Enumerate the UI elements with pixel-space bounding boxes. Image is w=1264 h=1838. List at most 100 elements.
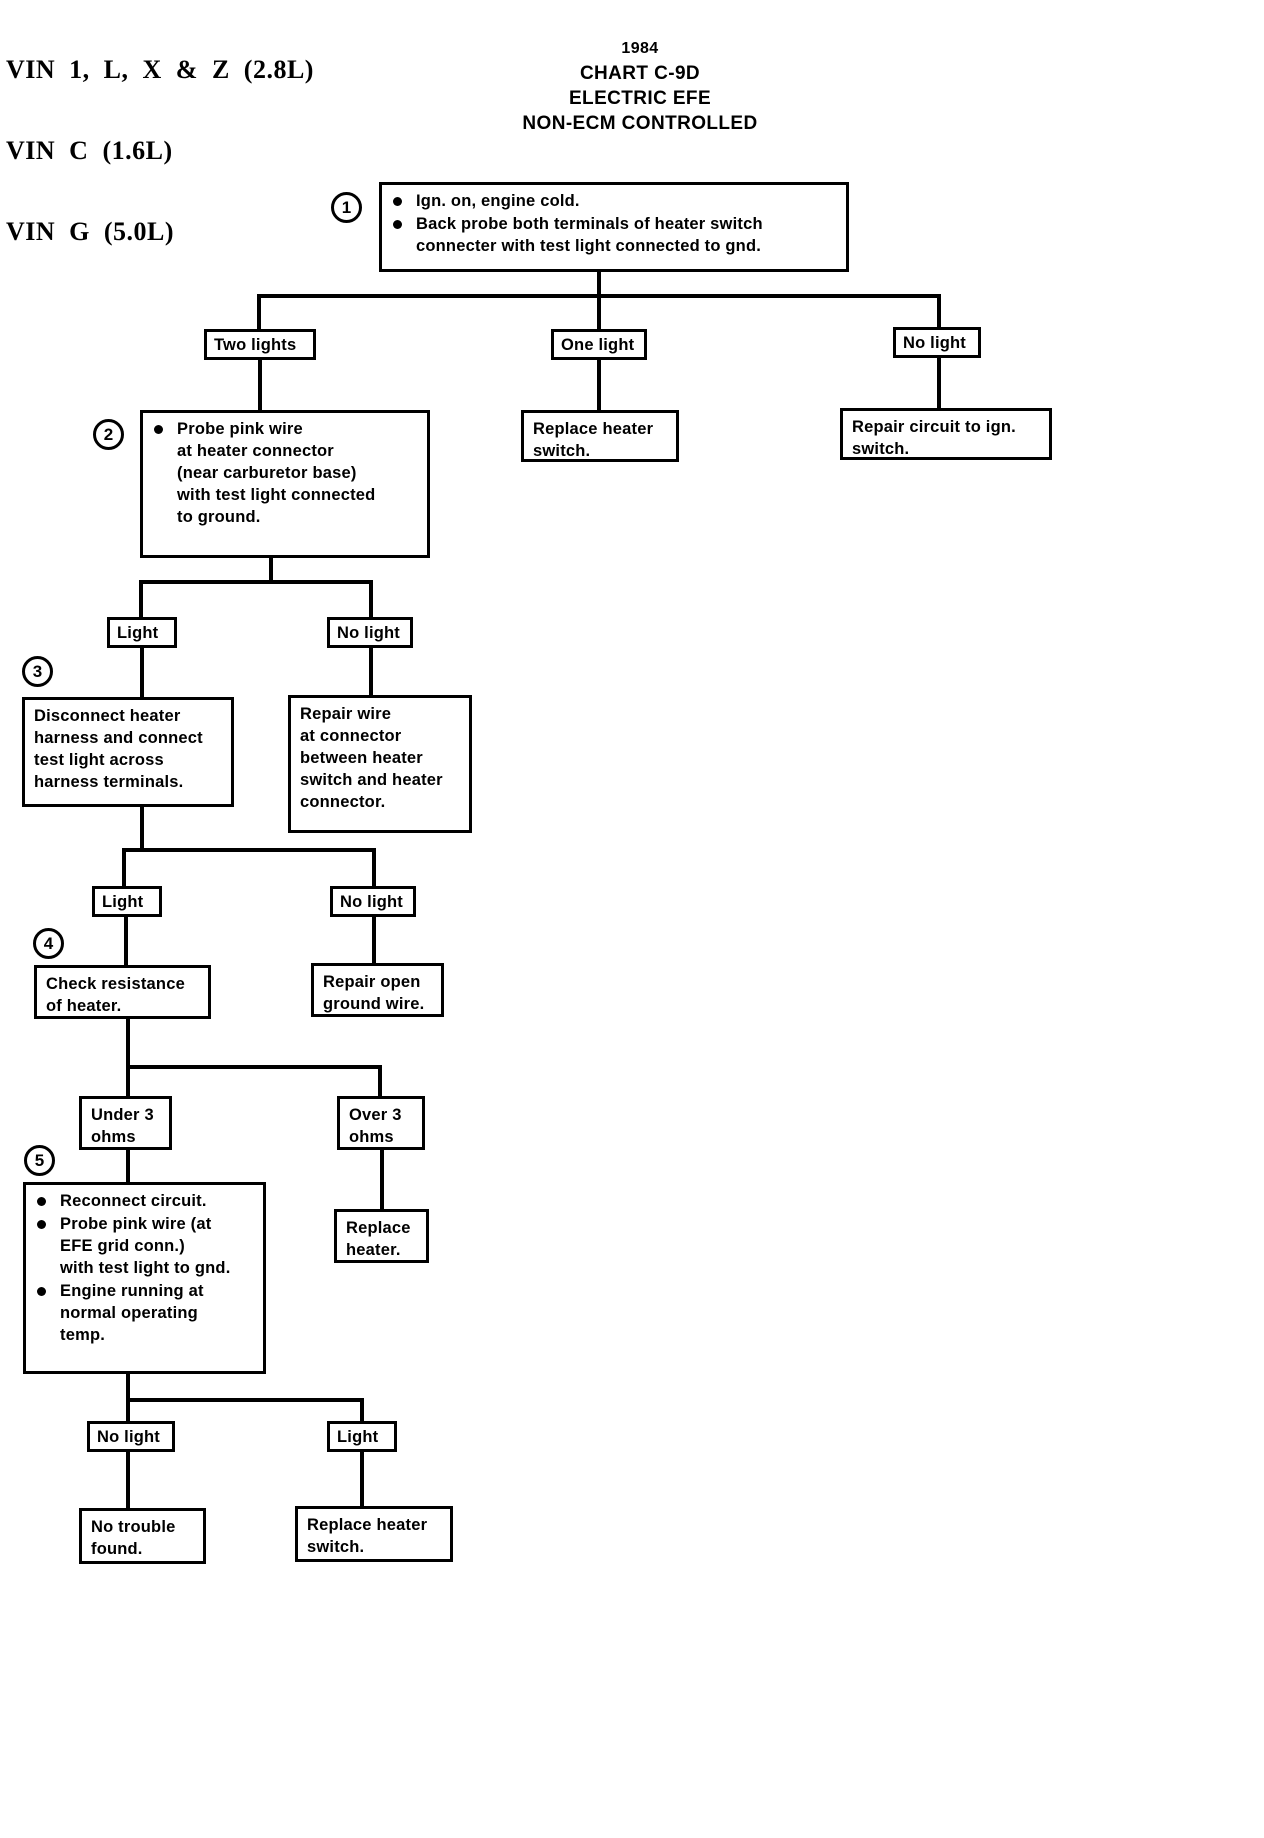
label-under-3-ohms: Under 3 ohms [79, 1096, 172, 1150]
connector [139, 580, 373, 584]
step-number-1: 1 [331, 192, 362, 223]
connector [139, 580, 143, 618]
bullet-item: Ign. on, engine cold. [391, 190, 839, 212]
bullet-line: temp. [60, 1326, 106, 1344]
connector [126, 1452, 130, 1509]
connector [360, 1452, 364, 1507]
label-no-light-top: No light [893, 327, 981, 358]
label-text: ohms [349, 1128, 394, 1146]
box-line: switch and heater [300, 771, 443, 789]
box-line: Replace [346, 1219, 411, 1237]
label-text: No light [337, 624, 400, 642]
vin-line-2: VIN C (1.6L) [6, 136, 173, 165]
label-text: Under 3 [91, 1106, 154, 1124]
connector [597, 272, 601, 296]
connector [269, 558, 273, 582]
label-no-light-step2: No light [327, 617, 413, 648]
label-one-light: One light [551, 329, 647, 360]
label-text: Over 3 [349, 1106, 402, 1124]
connector [140, 807, 144, 850]
connector [126, 1374, 130, 1400]
connector [597, 294, 601, 330]
label-text: Light [117, 624, 159, 642]
connector [126, 1398, 130, 1422]
connector [360, 1398, 364, 1422]
label-text: Light [337, 1428, 379, 1446]
step-number-3: 3 [22, 656, 53, 687]
bullet-line: Probe pink wire [177, 420, 303, 438]
bullet-line: at heater connector [177, 442, 334, 460]
node-step2-instruction: Probe pink wire at heater connector (nea… [140, 410, 430, 558]
box-line: ground wire. [323, 995, 425, 1013]
connector [126, 1398, 364, 1402]
vin-line-1: VIN 1, L, X & Z (2.8L) [6, 55, 314, 84]
connector [122, 848, 126, 887]
node-repair-wire-at-connector: Repair wire at connector between heater … [288, 695, 472, 833]
bullet-line: Ign. on, engine cold. [416, 192, 580, 210]
chart-system: ELECTRIC EFE [568, 88, 712, 109]
node-repair-circuit-to-ign-switch: Repair circuit to ign. switch. [840, 408, 1052, 460]
box-line: switch. [852, 440, 910, 458]
bullet-line: Back probe both terminals of heater swit… [416, 215, 763, 233]
box-line: Check resistance [46, 975, 185, 993]
connector [257, 294, 261, 330]
connector [126, 1065, 382, 1069]
bullet-line: Reconnect circuit. [60, 1192, 207, 1210]
box-line: switch. [533, 442, 591, 460]
node-step4-instruction: Check resistance of heater. [34, 965, 211, 1019]
bullet-line: Probe pink wire (at [60, 1215, 212, 1233]
label-over-3-ohms: Over 3 ohms [337, 1096, 425, 1150]
node-step1-instruction: Ign. on, engine cold. Back probe both te… [379, 182, 849, 272]
box-line: Replace heater [307, 1516, 428, 1534]
bullet-line: with test light connected [177, 486, 376, 504]
node-replace-heater-switch-bottom: Replace heater switch. [295, 1506, 453, 1562]
box-line: between heater [300, 749, 423, 767]
box-line: harness terminals. [34, 773, 184, 791]
bullet-line: normal operating [60, 1304, 198, 1322]
box-line: connector. [300, 793, 386, 811]
step-number-4: 4 [33, 928, 64, 959]
label-light-step5: Light [327, 1421, 397, 1452]
label-text: No light [903, 334, 966, 352]
node-no-trouble-found: No trouble found. [79, 1508, 206, 1564]
label-light-step2: Light [107, 617, 177, 648]
connector [597, 360, 601, 412]
connector [126, 1150, 130, 1182]
bullet-line: to ground. [177, 508, 261, 526]
step-number-5: 5 [24, 1145, 55, 1176]
label-no-light-step3: No light [330, 886, 416, 917]
label-text: Light [102, 893, 144, 911]
box-line: switch. [307, 1538, 365, 1556]
vin-applicability-block: VIN 1, L, X & Z (2.8L) VIN C (1.6L) VIN … [6, 2, 314, 299]
connector [258, 360, 262, 412]
bullet-line: Engine running at [60, 1282, 204, 1300]
box-line: heater. [346, 1241, 401, 1259]
box-line: Repair wire [300, 705, 392, 723]
label-light-step3: Light [92, 886, 162, 917]
connector [937, 358, 941, 410]
node-replace-heater: Replace heater. [334, 1209, 429, 1263]
connector [380, 1150, 384, 1210]
bullet-line: connecter with test light connected to g… [416, 237, 762, 255]
node-repair-open-ground-wire: Repair open ground wire. [311, 963, 444, 1017]
vin-line-3: VIN G (5.0L) [6, 217, 175, 246]
connector [124, 917, 128, 967]
label-no-light-step5: No light [87, 1421, 175, 1452]
node-replace-heater-switch-top: Replace heater switch. [521, 410, 679, 462]
bullet-item: Probe pink wire (at EFE grid conn.) with… [35, 1213, 256, 1279]
bullet-item: Probe pink wire at heater connector (nea… [152, 418, 420, 528]
chart-title-block: 1984 CHART C-9D ELECTRIC EFE NON-ECM CON… [430, 36, 850, 136]
label-text: Two lights [214, 336, 297, 354]
label-text: No light [97, 1428, 160, 1446]
box-line: Replace heater [533, 420, 654, 438]
box-line: No trouble [91, 1518, 176, 1536]
connector [378, 1065, 382, 1097]
connector [126, 1065, 130, 1097]
connector [372, 917, 376, 965]
box-line: Disconnect heater [34, 707, 181, 725]
connector [937, 294, 941, 330]
connector [126, 1019, 130, 1067]
bullet-item: Engine running at normal operating temp. [35, 1280, 256, 1346]
box-line: found. [91, 1540, 143, 1558]
